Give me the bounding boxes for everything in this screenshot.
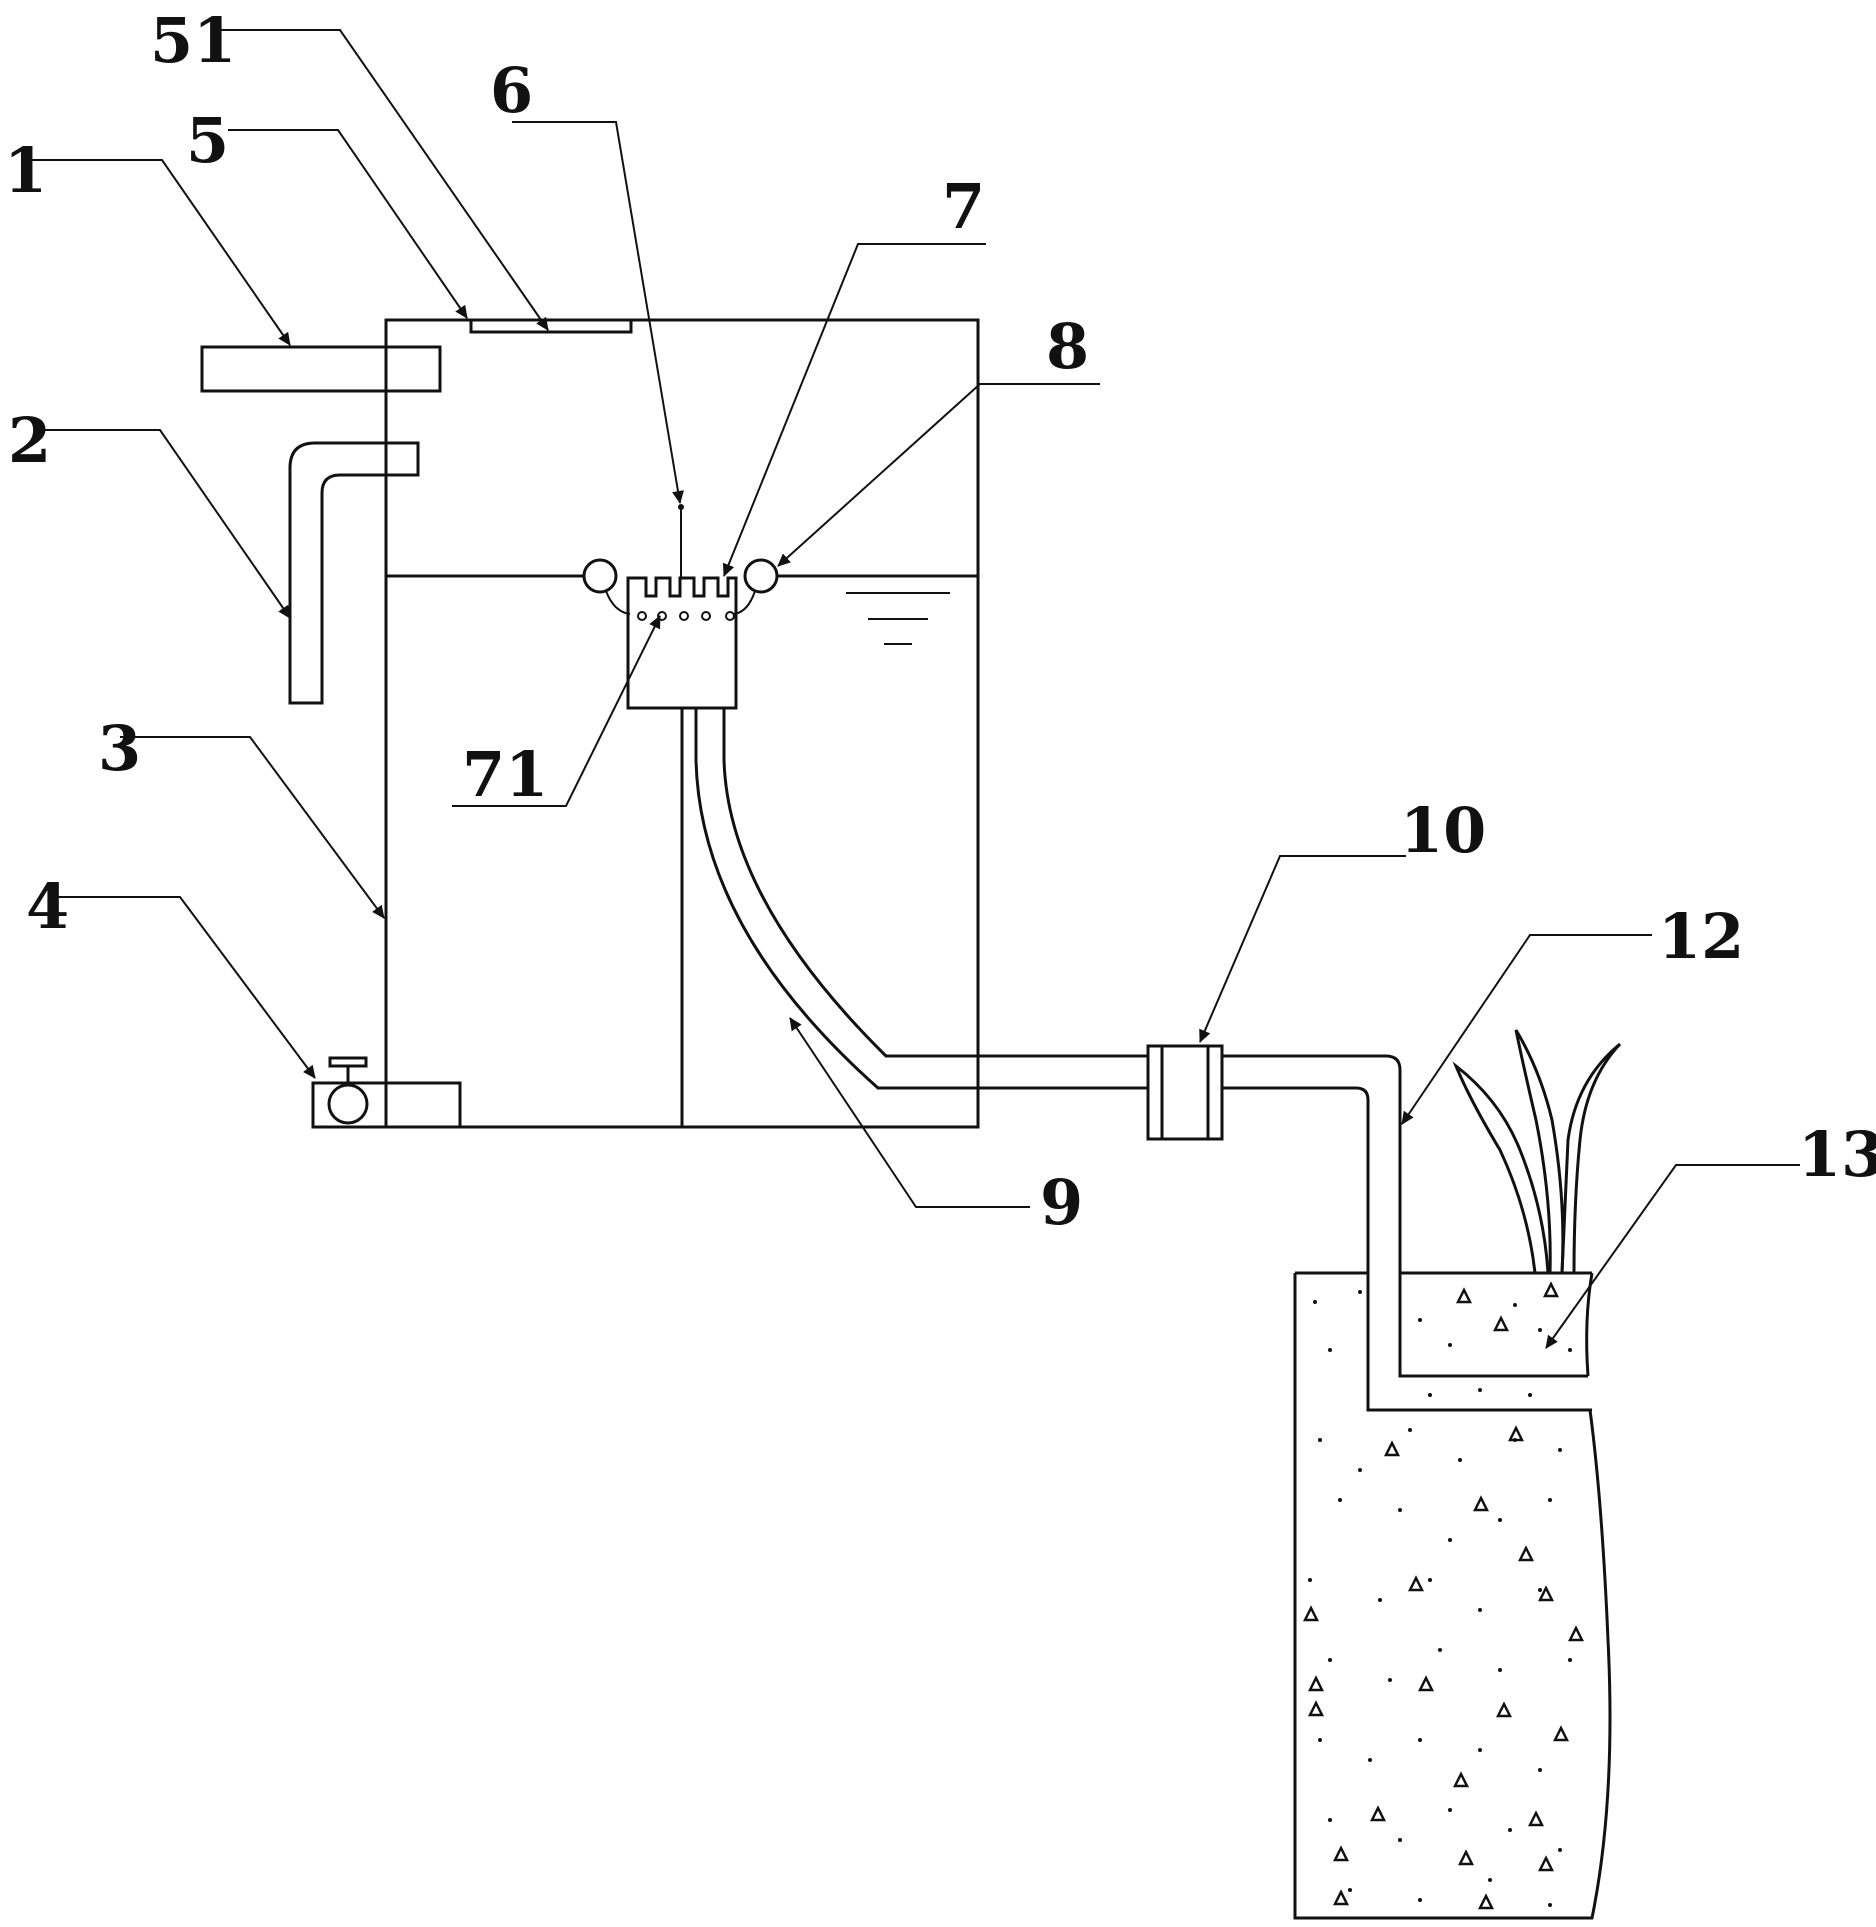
label-9: 9 <box>1040 1166 1083 1239</box>
label-5: 5 <box>186 104 229 177</box>
label-4: 4 <box>26 870 69 943</box>
soil-container <box>1293 1273 1612 1920</box>
valve-handle <box>328 1056 368 1068</box>
label-3: 3 <box>98 712 141 785</box>
l-shaped-pipe <box>288 441 420 705</box>
hole-4 <box>701 611 711 621</box>
antenna-tip <box>678 504 684 510</box>
plant-leaf-right <box>1560 1042 1622 1274</box>
float-box <box>626 576 738 710</box>
label-71: 71 <box>462 738 548 811</box>
label-7: 7 <box>942 170 985 243</box>
float-ball-left <box>582 558 618 594</box>
label-13: 13 <box>1798 1118 1876 1191</box>
valve-body <box>311 1081 388 1129</box>
label-12: 12 <box>1658 900 1744 973</box>
inlet-block <box>200 345 442 393</box>
soil-texture <box>1302 1281 1585 1910</box>
hole-3 <box>679 611 689 621</box>
bottom-outlet-block <box>384 1081 462 1129</box>
hole-1 <box>637 611 647 621</box>
label-8: 8 <box>1046 310 1089 383</box>
float-ball-right <box>743 558 779 594</box>
hole-5 <box>725 611 735 621</box>
label-51: 51 <box>150 4 236 77</box>
leader-lines <box>28 29 1800 1349</box>
pipe-inner <box>1222 1086 1592 1412</box>
label-10: 10 <box>1400 794 1486 867</box>
label-2: 2 <box>8 404 51 477</box>
float-arm-left <box>605 590 631 615</box>
tank-lid-piece <box>469 318 633 334</box>
plant-leaf-middle <box>1514 1029 1565 1274</box>
soil-right-upper <box>1585 1272 1594 1377</box>
connector-body <box>1146 1044 1224 1141</box>
hose-inner <box>722 708 1150 1058</box>
label-1: 1 <box>4 134 47 207</box>
valve-wheel <box>327 1083 369 1125</box>
hose-outer <box>694 708 1150 1090</box>
pipe-outer <box>1222 1054 1588 1378</box>
label-6: 6 <box>490 54 533 127</box>
float-arm-right <box>733 590 756 615</box>
plant-leaf-left <box>1452 1061 1550 1274</box>
